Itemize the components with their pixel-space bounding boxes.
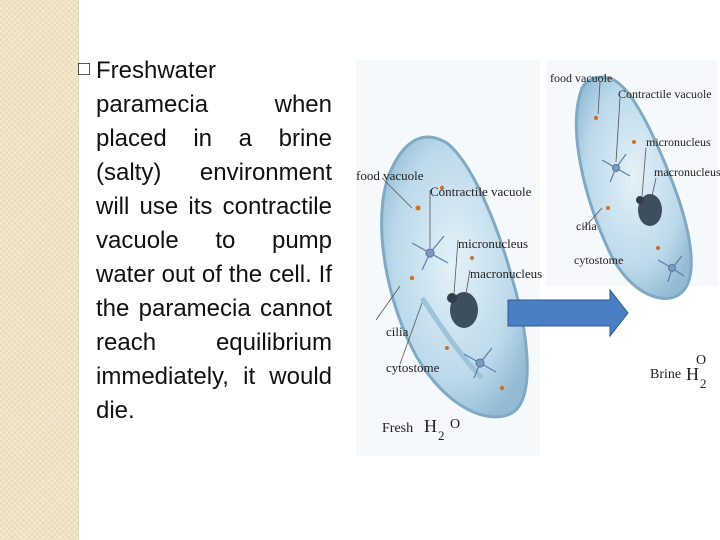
right-contractile-vacuole-2 xyxy=(657,255,685,283)
transition-arrow xyxy=(507,288,629,338)
slide-body-text: Freshwater paramecia when placed in a br… xyxy=(96,54,332,428)
paramecium-diagram: food vacuole Contractile vacuole micronu… xyxy=(356,60,720,456)
left-label-lines xyxy=(375,177,471,365)
right-macronucleus xyxy=(638,194,662,226)
right-label-lines xyxy=(583,81,657,229)
right-o-symbol: O xyxy=(696,353,706,368)
left-food-vacuoles xyxy=(409,185,505,391)
right-h-symbol: H xyxy=(686,364,699,384)
left-label-macronucleus: macronucleus xyxy=(470,266,542,281)
right-micronucleus xyxy=(636,196,644,204)
right-contractile-vacuole xyxy=(601,153,631,183)
right-label-cilia: cilia xyxy=(576,219,597,233)
right-label-contractile-vacuole: Contractile vacuole xyxy=(618,87,712,101)
side-divider xyxy=(78,0,79,540)
left-contractile-vacuole-2 xyxy=(463,347,497,379)
left-label-food-vacuole: food vacuole xyxy=(356,168,424,183)
right-label-macronucleus: macronucleus xyxy=(654,165,720,179)
left-subscript-2: 2 xyxy=(438,428,445,443)
right-paramecium-cell xyxy=(574,75,693,300)
label-fresh: Fresh xyxy=(382,421,413,436)
left-macronucleus xyxy=(450,292,478,328)
right-label-food-vacuole: food vacuole xyxy=(550,71,612,85)
left-label-contractile-vacuole: Contractile vacuole xyxy=(430,184,532,199)
decorative-side-band xyxy=(0,0,78,540)
first-word: Freshwater xyxy=(96,57,217,84)
left-oral-groove xyxy=(419,296,484,380)
left-h-symbol: H xyxy=(424,416,437,436)
label-brine: Brine xyxy=(650,367,681,382)
left-label-micronucleus: micronucleus xyxy=(458,236,528,251)
right-food-vacuoles xyxy=(593,115,660,250)
right-label-micronucleus: micronucleus xyxy=(646,135,711,149)
left-label-cilia: cilia xyxy=(386,324,409,339)
body-paragraph: paramecia when placed in a brine (salty)… xyxy=(96,91,332,424)
right-subscript-2: 2 xyxy=(700,376,707,391)
left-contractile-vacuole xyxy=(411,235,449,271)
left-label-cytostome: cytostome xyxy=(386,360,440,375)
brine-panel: food vacuole Contractile vacuole micronu… xyxy=(546,60,720,391)
freshwater-panel: food vacuole Contractile vacuole micronu… xyxy=(356,60,542,456)
left-micronucleus xyxy=(447,293,457,303)
left-o-symbol: O xyxy=(450,417,460,432)
right-label-cytostome: cytostome xyxy=(574,253,623,267)
bullet-icon: □ xyxy=(78,58,91,80)
